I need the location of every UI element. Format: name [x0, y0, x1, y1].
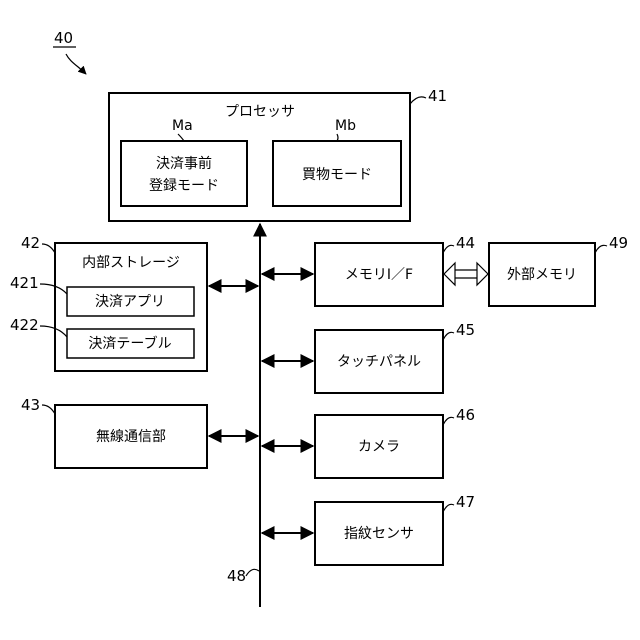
external-memory-ref: 49	[609, 234, 628, 252]
storage-ref-leader	[42, 244, 55, 253]
bus-ref: 48	[227, 567, 246, 585]
fingerprint-ref: 47	[456, 493, 475, 511]
processor-ref-leader	[410, 97, 426, 104]
memory-if-ref: 44	[456, 234, 475, 252]
processor-ref: 41	[428, 87, 447, 105]
touch-panel-ref-leader	[443, 332, 454, 340]
camera-label: カメラ	[358, 439, 400, 455]
storage-app-ref: 421	[10, 274, 39, 292]
figure-number: 40	[54, 29, 73, 47]
storage-app-label: 決済アプリ	[95, 294, 165, 310]
external-memory-label: 外部メモリ	[507, 267, 577, 283]
storage-table-label: 決済テーブル	[88, 335, 171, 352]
mode-a-ref: Ma	[172, 118, 193, 134]
fingerprint-ref-leader	[443, 504, 454, 512]
mode-a-line2: 登録モード	[149, 178, 219, 194]
camera-ref: 46	[456, 406, 475, 424]
wireless-label: 無線通信部	[96, 429, 166, 445]
wireless-ref: 43	[21, 396, 40, 414]
memory-if-label: メモリI／F	[345, 267, 413, 283]
storage-title: 内部ストレージ	[82, 255, 180, 271]
mode-a-box	[121, 141, 247, 206]
memory-if-ref-leader	[443, 245, 454, 253]
figure-number-leader	[66, 54, 86, 74]
storage-table-ref: 422	[10, 316, 39, 334]
bus-ref-leader	[246, 569, 259, 576]
storage-ref: 42	[21, 234, 40, 252]
mode-a-line1: 決済事前	[156, 155, 212, 172]
processor-title: プロセッサ	[225, 104, 295, 120]
camera-ref-leader	[443, 417, 454, 425]
mode-b-ref: Mb	[335, 118, 356, 134]
touch-panel-label: タッチパネル	[337, 354, 421, 370]
fingerprint-label: 指紋センサ	[344, 526, 414, 542]
wireless-ref-leader	[42, 405, 55, 414]
external-memory-ref-leader	[595, 245, 607, 253]
external-memory-link-arrow	[444, 263, 488, 285]
touch-panel-ref: 45	[456, 321, 475, 339]
mode-b-label: 買物モード	[302, 167, 372, 183]
